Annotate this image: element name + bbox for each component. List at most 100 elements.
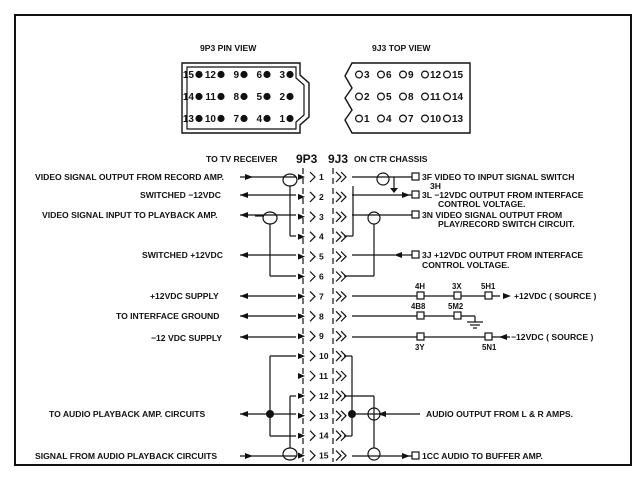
plug-chevron (309, 450, 316, 462)
pin-number: 6 (319, 272, 324, 282)
plug-pin-dot (217, 92, 225, 101)
jack-pin-socket (355, 114, 364, 123)
jack-chevron (340, 370, 347, 382)
jack-chevron (340, 410, 347, 422)
plug-pin-number: 2 (279, 92, 285, 103)
plug-pin-dot (217, 114, 225, 123)
plug-chevron (309, 350, 316, 362)
plug-pin-dot (263, 92, 271, 101)
jack-pin-number: 11 (430, 92, 441, 103)
minus-source-label: −12VDC ( SOURCE ) (511, 332, 594, 342)
plug-pin-number: 5 (256, 92, 262, 103)
jack-chevron (335, 430, 342, 442)
terminal-3x: 3X (452, 282, 462, 291)
pin-arrow (298, 412, 305, 419)
plug-chevron (309, 310, 316, 322)
left-label-pin-2: SWITCHED −12VDC (140, 190, 221, 200)
plug-pin-number: 7 (233, 114, 239, 125)
plug-chevron (309, 171, 316, 183)
plug-chevron (309, 390, 316, 402)
jack-pin-socket (377, 92, 386, 101)
plug-chevron (309, 370, 316, 382)
jack-pin-number: 14 (452, 92, 464, 103)
jack-chevron (340, 211, 347, 223)
jack-chevron (335, 330, 342, 342)
right-label-pin-3: 3N VIDEO SIGNAL OUTPUT FROM (422, 210, 562, 220)
pin-arrow (298, 253, 305, 260)
right-label-pin-3-sub: PLAY/RECORD SWITCH CIRCUIT. (438, 219, 575, 229)
pin-number: 9 (319, 331, 324, 341)
plug-chevron (309, 251, 316, 263)
jack-chevron (340, 450, 347, 462)
jack-chevron (335, 350, 342, 362)
jack-pin-number: 13 (452, 114, 464, 125)
pin-arrow (298, 213, 305, 220)
jack-view-title: 9J3 TOP VIEW (372, 43, 431, 53)
jack-chevron (335, 390, 342, 402)
pin-arrow (298, 313, 305, 320)
pin-number: 10 (319, 351, 329, 361)
plug-pin-number: 15 (183, 70, 195, 81)
plug-pin-number: 1 (279, 114, 285, 125)
pin-arrow (298, 174, 305, 180)
plug-pin-number: 8 (233, 92, 239, 103)
jack-chevron (340, 330, 347, 342)
terminal-5h1: 5H1 (481, 282, 496, 291)
pin-number: 1 (319, 172, 324, 182)
plug-pin-number: 3 (279, 70, 285, 81)
jack-pin-number: 6 (386, 70, 392, 81)
plug-pin-dot (286, 70, 294, 79)
right-label-pin-2-sub: CONTROL VOLTAGE. (438, 199, 525, 209)
plug-chevron (309, 290, 316, 302)
jack-pin-number: 10 (430, 114, 442, 125)
pin-arrow (298, 193, 305, 200)
pin-number: 13 (319, 411, 329, 421)
jack-chevron (340, 171, 347, 183)
plug-pin-dot (263, 70, 271, 79)
plug-pin-number: 9 (233, 70, 239, 81)
pin-number: 15 (319, 451, 329, 461)
left-wiring (240, 173, 298, 461)
plus-source-label: +12VDC ( SOURCE ) (514, 291, 597, 301)
jack-pin-number: 1 (364, 114, 370, 125)
pin-number: 11 (319, 371, 328, 381)
pin-arrow (298, 373, 305, 379)
plug-chevron (309, 271, 316, 282)
plug-pin-number: 14 (183, 92, 195, 103)
jack-chevron (335, 310, 342, 322)
header-right: ON CTR CHASSIS (354, 154, 428, 164)
jack-pin-socket (377, 70, 386, 79)
terminal-5n1: 5N1 (482, 343, 497, 352)
jack-chevron (335, 251, 342, 263)
plug-pin-dot (286, 114, 294, 123)
left-label-pin-7: +12VDC SUPPLY (150, 291, 219, 301)
terminal-3y: 3Y (415, 343, 425, 352)
pin-number: 8 (319, 311, 324, 321)
right-label-pin-5-sub: CONTROL VOLTAGE. (422, 260, 509, 270)
jack-chevron (340, 231, 347, 243)
plug-chevron (309, 211, 316, 223)
jack-pin-socket (421, 114, 430, 123)
jack-pin-number: 15 (452, 70, 464, 81)
jack-pin-number: 12 (430, 70, 442, 81)
left-label-pin-8: TO INTERFACE GROUND (116, 311, 219, 321)
pin-number: 4 (319, 232, 324, 242)
pin-arrow (298, 293, 305, 300)
jack-pin-number: 3 (364, 70, 370, 81)
header-jack: 9J3 (328, 152, 348, 166)
plug-pin-dot (263, 114, 271, 123)
terminal-4b8: 4B8 (411, 302, 426, 311)
plug-chevron (309, 330, 316, 342)
plug-pin-number: 13 (183, 114, 195, 125)
jack-pin-number: 5 (386, 92, 392, 103)
terminal-4h: 4H (415, 282, 425, 291)
pin-number: 5 (319, 252, 324, 262)
pin-number: 3 (319, 212, 324, 222)
jack-pin-socket (377, 114, 386, 123)
left-label-pin-13: TO AUDIO PLAYBACK AMP. CIRCUITS (49, 409, 206, 419)
plug-chevron (309, 430, 316, 442)
pin-number: 12 (319, 391, 329, 401)
plug-chevron (309, 191, 316, 203)
